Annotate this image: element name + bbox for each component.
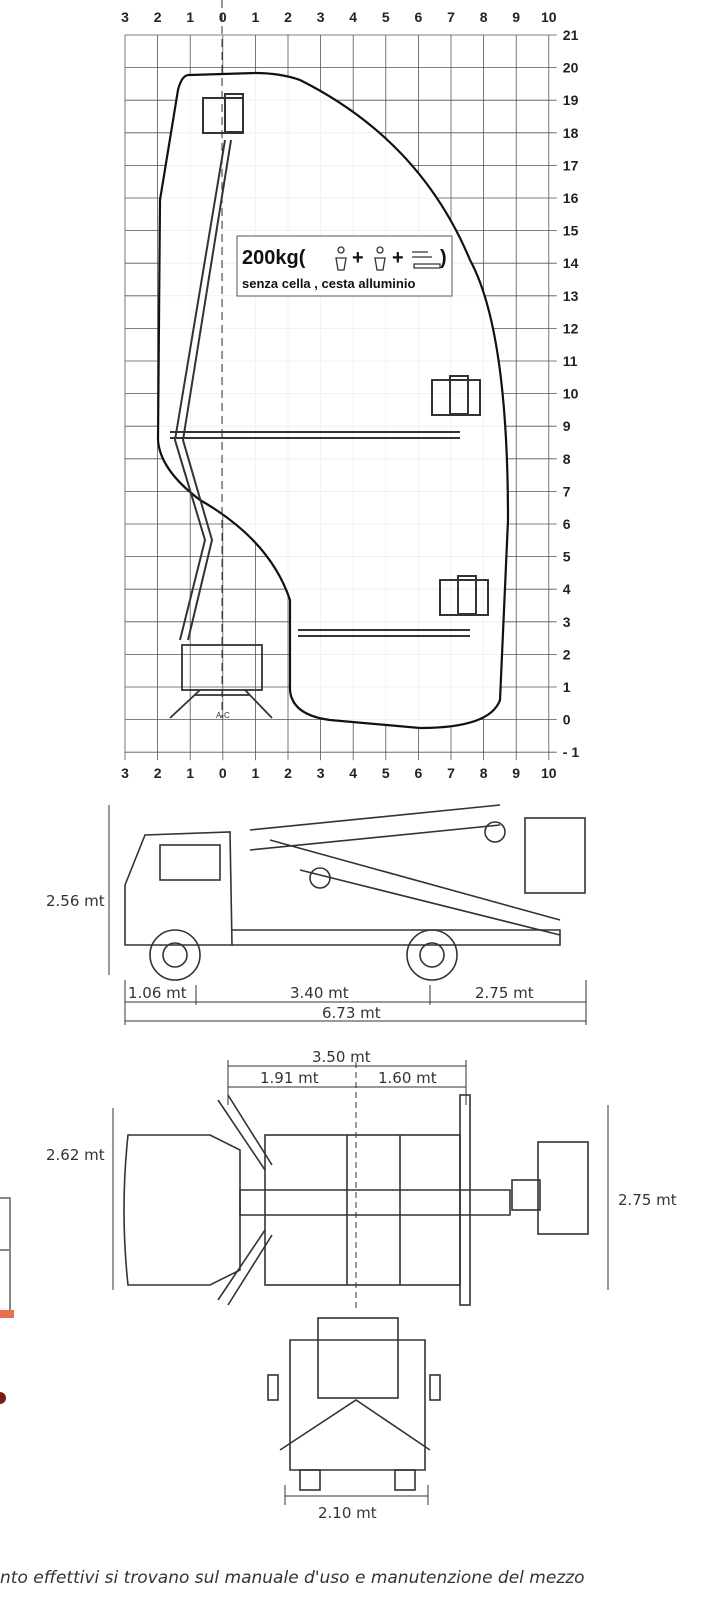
x-tick-label: 0: [219, 765, 227, 781]
y-tick-label: 21: [563, 27, 579, 43]
y-tick-label: 2: [563, 646, 571, 662]
front-overhang-dimension: 1.06 mt: [128, 984, 187, 1002]
x-tick-label: 2: [154, 9, 162, 25]
y-tick-label: 5: [563, 549, 571, 565]
plus-sign: +: [352, 247, 364, 269]
x-tick-label: 6: [415, 765, 423, 781]
partial-basket-thumbnail: [0, 1197, 14, 1404]
x-tick-label: 1: [252, 765, 260, 781]
person-icon: [335, 246, 347, 271]
center-mark: A-C: [216, 711, 230, 720]
x-tick-label: 9: [512, 9, 520, 25]
width-left-dimension: 2.62 mt: [46, 1146, 105, 1164]
x-tick-label: 9: [512, 765, 520, 781]
boom-horizontal-3m: [298, 575, 489, 637]
top-dimensions: [112, 1060, 609, 1310]
y-tick-label: 7: [563, 483, 571, 499]
height-dimension: 2.56 mt: [46, 892, 105, 910]
wheelbase-dimension: 3.40 mt: [290, 984, 349, 1002]
y-tick-label: 11: [563, 353, 578, 369]
x-tick-label: 6: [415, 9, 423, 25]
boom-vertical: [173, 93, 244, 641]
x-tick-label: 3: [317, 765, 325, 781]
y-tick-label: 17: [563, 157, 579, 173]
svg-text:200kg(: 200kg(: [242, 247, 306, 269]
y-tick-label: 15: [563, 223, 579, 239]
rear-dimension: [284, 1485, 429, 1505]
y-tick-label: 6: [563, 516, 571, 532]
x-tick-label: 5: [382, 765, 390, 781]
y-tick-label: 12: [563, 320, 579, 336]
base-vehicle-rear: [169, 644, 273, 719]
y-tick-label: 10: [563, 386, 579, 402]
plus-sign: +: [392, 247, 404, 269]
y-tick-label: 8: [563, 451, 571, 467]
y-tick-label: 14: [563, 255, 579, 271]
y-tick-label: 18: [563, 125, 579, 141]
x-tick-label: 4: [349, 9, 357, 25]
boom-horizontal-9m: [170, 375, 481, 439]
x-tick-label: 3: [317, 9, 325, 25]
x-tick-label: 2: [154, 765, 162, 781]
x-tick-label: 0: [219, 9, 227, 25]
x-tick-label: 8: [480, 765, 488, 781]
y-tick-label: 16: [563, 190, 579, 206]
x-tick-label: 1: [186, 9, 194, 25]
x-tick-label: 5: [382, 9, 390, 25]
x-tick-label: 7: [447, 765, 455, 781]
top-view-truck: [123, 1094, 589, 1306]
x-tick-label: 4: [349, 765, 357, 781]
y-tick-label: 4: [563, 581, 571, 597]
x-tick-label: 1: [186, 765, 194, 781]
total-length-dimension: 6.73 mt: [322, 1004, 381, 1022]
load-label-box: 200kg( + + ) senza cella , cesta allumin…: [236, 235, 453, 297]
y-tick-label: 3: [563, 614, 571, 630]
side-dimensions: [108, 805, 587, 1025]
x-tick-label: 1: [252, 9, 260, 25]
y-tick-label: 13: [563, 288, 579, 304]
left-span-dimension: 1.91 mt: [260, 1069, 319, 1087]
rear-overhang-dimension: 2.75 mt: [475, 984, 534, 1002]
y-tick-label: 19: [563, 92, 579, 108]
y-tick-label: - 1: [563, 744, 580, 760]
x-tick-label: 10: [541, 765, 557, 781]
side-view-truck: [124, 804, 586, 981]
footer-caption: nto effettivi si trovano sul manuale d'u…: [0, 1568, 585, 1588]
y-tick-label: 0: [563, 712, 571, 728]
svg-text:senza cella , cesta alluminio: senza cella , cesta alluminio: [242, 276, 415, 291]
right-span-dimension: 1.60 mt: [378, 1069, 437, 1087]
x-tick-label: 10: [541, 9, 557, 25]
width-right-dimension: 2.75 mt: [618, 1191, 677, 1209]
outrigger-span-dimension: 3.50 mt: [312, 1048, 371, 1066]
x-tick-label: 3: [121, 9, 129, 25]
x-tick-label: 2: [284, 765, 292, 781]
x-tick-label: 8: [480, 9, 488, 25]
x-tick-label: 3: [121, 765, 129, 781]
tools-icon: [412, 251, 441, 269]
y-tick-label: 20: [563, 60, 579, 76]
person-icon: [374, 246, 386, 271]
x-tick-label: 2: [284, 9, 292, 25]
rear-view-truck: [267, 1317, 441, 1491]
y-tick-label: 1: [563, 679, 571, 695]
rear-width-dimension: 2.10 mt: [318, 1504, 377, 1522]
y-tick-label: 9: [563, 418, 571, 434]
x-tick-label: 7: [447, 9, 455, 25]
svg-text:): ): [440, 247, 447, 269]
